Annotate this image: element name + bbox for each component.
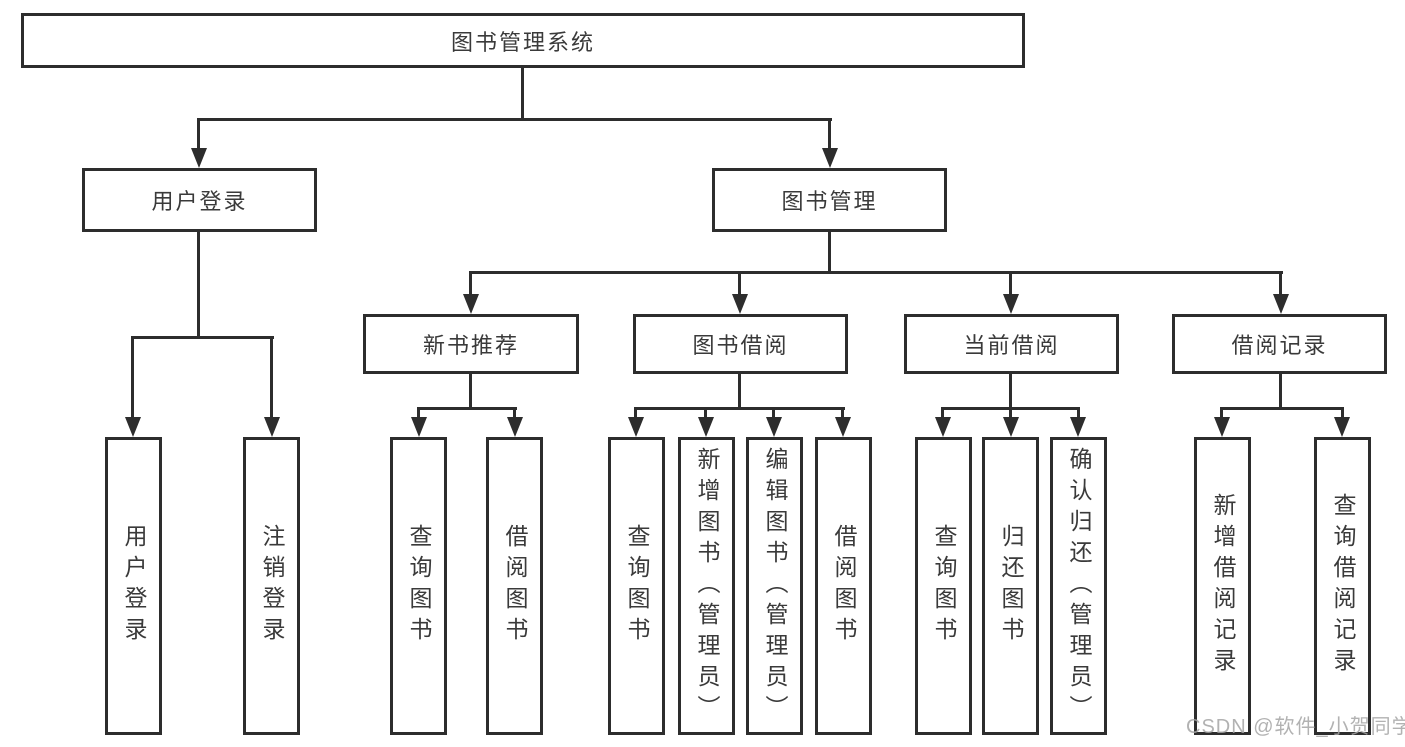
node-new-book-recommend: 新书推荐 xyxy=(363,314,579,374)
leaf-label: 借阅图书 xyxy=(502,524,528,648)
leaf-label: 归还图书 xyxy=(998,524,1024,648)
connector-drop-leaf xyxy=(1341,407,1344,419)
arrow-down-icon xyxy=(822,148,838,168)
connector-drop-leaf xyxy=(270,336,273,419)
node-current-borrow: 当前借阅 xyxy=(904,314,1119,374)
connector-root-stem xyxy=(521,68,524,118)
connector-drop-leaf xyxy=(1009,407,1012,419)
arrow-down-icon xyxy=(411,417,427,437)
connector-login-split xyxy=(131,336,274,339)
arrow-down-icon xyxy=(507,417,523,437)
connector-drop-leaf xyxy=(1220,407,1223,419)
connector-drop-level3 xyxy=(469,271,472,296)
connector-drop-level3 xyxy=(738,271,741,296)
arrow-down-icon xyxy=(463,294,479,314)
connector-drop-leaf xyxy=(1077,407,1080,419)
arrow-down-icon xyxy=(628,417,644,437)
node-root-label: 图书管理系统 xyxy=(450,29,595,55)
connector-drop-leaf xyxy=(513,407,516,419)
arrow-down-icon xyxy=(732,294,748,314)
node-user-login: 用户登录 xyxy=(82,168,317,232)
connector-root-split xyxy=(197,118,832,121)
connector-drop-leaf xyxy=(772,407,775,419)
leaf-label: 注销登录 xyxy=(259,524,285,648)
arrow-down-icon xyxy=(1070,417,1086,437)
csdn-watermark: CSDN @软件_小贺同学 xyxy=(1186,716,1405,738)
arrow-down-icon xyxy=(835,417,851,437)
connector-group-stem xyxy=(738,374,741,410)
connector-group-stem xyxy=(1279,374,1282,410)
connector-mgmt-stem xyxy=(828,232,831,271)
leaf-query-borrow-record: 查询借阅记录 xyxy=(1314,437,1371,735)
node-book-management: 图书管理 xyxy=(712,168,947,232)
leaf-return-books: 归还图书 xyxy=(982,437,1039,735)
leaf-label: 新增图书（管理员） xyxy=(694,446,720,726)
leaf-label: 查询图书 xyxy=(931,524,957,648)
leaf-label: 查询借阅记录 xyxy=(1330,493,1356,679)
arrow-down-icon xyxy=(1003,417,1019,437)
connector-group-split xyxy=(634,407,845,410)
arrow-down-icon xyxy=(1273,294,1289,314)
connector-group-split xyxy=(417,407,517,410)
arrow-down-icon xyxy=(1214,417,1230,437)
connector-drop-login xyxy=(197,118,200,150)
connector-drop-mgmt xyxy=(828,118,831,150)
node-borrow-record: 借阅记录 xyxy=(1172,314,1387,374)
connector-group-stem xyxy=(469,374,472,410)
arrow-down-icon xyxy=(125,417,141,437)
leaf-query-books-current: 查询图书 xyxy=(915,437,972,735)
arrow-down-icon xyxy=(935,417,951,437)
node-root-system: 图书管理系统 xyxy=(21,13,1025,68)
leaf-label: 借阅图书 xyxy=(831,524,857,648)
connector-drop-leaf xyxy=(417,407,420,419)
connector-drop-level3 xyxy=(1009,271,1012,296)
leaf-label: 新增借阅记录 xyxy=(1210,493,1236,679)
leaf-add-borrow-record: 新增借阅记录 xyxy=(1194,437,1251,735)
connector-login-stem xyxy=(197,232,200,336)
leaf-edit-books-admin: 编辑图书（管理员） xyxy=(746,437,803,735)
connector-mgmt-split xyxy=(469,271,1283,274)
leaf-borrow-books-recommend: 借阅图书 xyxy=(486,437,543,735)
connector-group-stem xyxy=(1009,374,1012,410)
connector-drop-leaf xyxy=(634,407,637,419)
node-new-book-recommend-label: 新书推荐 xyxy=(422,333,519,358)
leaf-label: 编辑图书（管理员） xyxy=(762,446,788,726)
arrow-down-icon xyxy=(698,417,714,437)
leaf-user-login: 用户登录 xyxy=(105,437,162,735)
leaf-query-books-recommend: 查询图书 xyxy=(390,437,447,735)
connector-group-split xyxy=(1220,407,1344,410)
node-book-borrow-label: 图书借阅 xyxy=(692,333,789,358)
connector-drop-leaf xyxy=(131,336,134,419)
leaf-borrow-books: 借阅图书 xyxy=(815,437,872,735)
connector-drop-leaf xyxy=(704,407,707,419)
connector-drop-level3 xyxy=(1279,271,1282,296)
arrow-down-icon xyxy=(1003,294,1019,314)
leaf-confirm-return-admin: 确认归还（管理员） xyxy=(1050,437,1107,735)
node-borrow-record-label: 借阅记录 xyxy=(1231,333,1328,358)
leaf-logout: 注销登录 xyxy=(243,437,300,735)
arrow-down-icon xyxy=(264,417,280,437)
leaf-label: 查询图书 xyxy=(406,524,432,648)
leaf-label: 用户登录 xyxy=(121,524,147,648)
node-book-borrow: 图书借阅 xyxy=(633,314,848,374)
node-current-borrow-label: 当前借阅 xyxy=(963,333,1060,358)
arrow-down-icon xyxy=(766,417,782,437)
leaf-add-books-admin: 新增图书（管理员） xyxy=(678,437,735,735)
leaf-label: 查询图书 xyxy=(624,524,650,648)
node-user-login-label: 用户登录 xyxy=(151,189,248,214)
connector-drop-leaf xyxy=(941,407,944,419)
arrow-down-icon xyxy=(1334,417,1350,437)
node-book-management-label: 图书管理 xyxy=(781,189,878,214)
leaf-label: 确认归还（管理员） xyxy=(1066,446,1092,726)
connector-drop-leaf xyxy=(841,407,844,419)
leaf-query-books-borrow: 查询图书 xyxy=(608,437,665,735)
arrow-down-icon xyxy=(191,148,207,168)
